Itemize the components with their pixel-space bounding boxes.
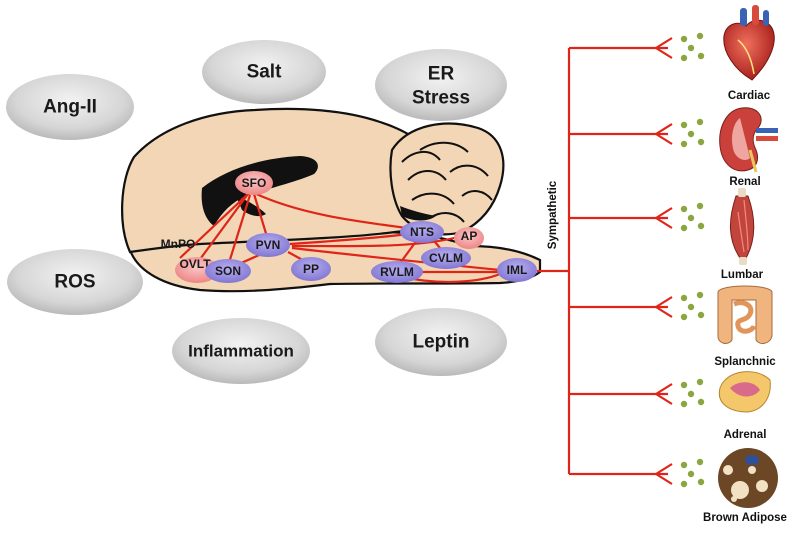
- adrenal-gland-icon: [718, 371, 771, 413]
- organ-label-brown-adipose: Brown Adipose: [703, 512, 787, 524]
- organ-label-cardiac: Cardiac: [728, 90, 771, 102]
- factor-label-leptin: Leptin: [413, 332, 470, 353]
- factor-bubble-salt: Salt: [202, 40, 326, 104]
- intestine-icon: [717, 285, 773, 344]
- nucleus-son: SON: [205, 259, 251, 283]
- nucleus-sfo: SFO: [235, 171, 273, 195]
- nucleus-iml: IML: [497, 258, 537, 282]
- factor-bubble-inflammation: Inflammation: [172, 318, 310, 384]
- sympathetic-nerve-tree: [537, 37, 673, 485]
- muscle-icon: [729, 188, 755, 265]
- factor-bubble-ros: ROS: [7, 249, 143, 315]
- factor-label-ang2: Ang-II: [43, 97, 97, 118]
- nucleus-label-sfo: SFO: [242, 176, 267, 190]
- brown-adipose-icon: [718, 448, 778, 508]
- nucleus-label-mnpo: MnPO: [161, 237, 196, 251]
- kidney-icon: [719, 107, 778, 173]
- nucleus-pp: PP: [291, 257, 331, 281]
- nucleus-label-nts: NTS: [410, 225, 434, 239]
- nucleus-ap: AP: [454, 227, 484, 249]
- nucleus-label-pp: PP: [303, 262, 319, 276]
- organ-label-adrenal: Adrenal: [724, 429, 767, 441]
- organ-label-renal: Renal: [729, 176, 760, 188]
- nucleus-label-ap: AP: [461, 229, 478, 243]
- factor-bubble-leptin: Leptin: [375, 308, 507, 376]
- nucleus-cvlm: CVLM: [421, 247, 471, 269]
- factor-label-salt: Salt: [247, 62, 283, 83]
- organ-label-splanchnic: Splanchnic: [714, 356, 776, 368]
- factor-bubble-er-stress: ER Stress: [375, 49, 507, 121]
- sympathetic-label: Sympathetic: [547, 180, 559, 249]
- factor-bubble-ang2: Ang-II: [6, 74, 134, 140]
- nucleus-label-cvlm: CVLM: [429, 251, 463, 265]
- brain-sagittal-section: [121, 107, 542, 293]
- neurotransmitter-vesicles: [680, 32, 705, 488]
- nucleus-nts: NTS: [400, 221, 444, 243]
- nucleus-label-ovlt: OVLT: [179, 257, 211, 271]
- nucleus-label-pvn: PVN: [256, 238, 281, 252]
- factor-label-ros: ROS: [54, 272, 95, 293]
- nucleus-rvlm: RVLM: [371, 261, 423, 283]
- factor-label-er-line1: ER: [428, 64, 455, 85]
- nucleus-label-son: SON: [215, 264, 241, 278]
- factor-label-er-line2: Stress: [412, 88, 470, 109]
- organ-label-lumbar: Lumbar: [721, 269, 764, 281]
- nucleus-label-rvlm: RVLM: [380, 265, 414, 279]
- nucleus-pvn: PVN: [246, 233, 290, 257]
- heart-icon: [723, 5, 775, 81]
- nucleus-label-iml: IML: [507, 263, 528, 277]
- factor-label-inflammation: Inflammation: [188, 342, 294, 361]
